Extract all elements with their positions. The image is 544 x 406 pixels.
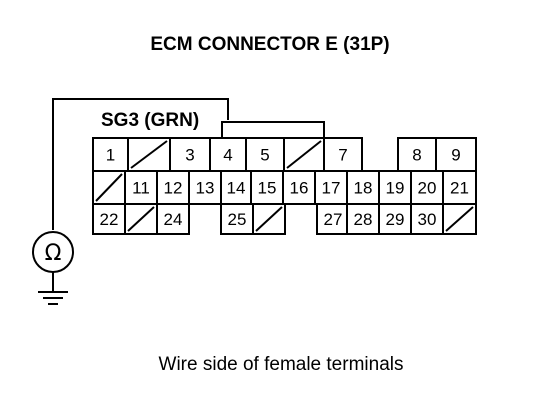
- ground-icon: [38, 272, 68, 305]
- pin-number: 9: [451, 146, 460, 165]
- pin-number: 24: [164, 210, 183, 229]
- pin-number: 14: [227, 179, 246, 198]
- pin-number: 8: [412, 146, 421, 165]
- connector-cell-5: 5: [245, 137, 285, 172]
- connector-cell-20: 20: [410, 170, 444, 205]
- connector-cell-21: 21: [442, 170, 477, 205]
- cell-box: [156, 203, 190, 235]
- connector-cell-empty: [124, 203, 158, 235]
- connector-cell-empty: [283, 137, 325, 172]
- connector-cell-16: 16: [282, 170, 316, 205]
- connector-cell-empty: [92, 170, 126, 205]
- connector-cell-18: 18: [346, 170, 380, 205]
- connector-cell-27: 27: [316, 203, 350, 235]
- cell-box: [209, 137, 247, 172]
- pin-number: 19: [386, 179, 405, 198]
- connector-cell-19: 19: [378, 170, 412, 205]
- probe-wire: [52, 98, 229, 230]
- pin-number: 4: [223, 146, 232, 165]
- connector-cell-12: 12: [156, 170, 190, 205]
- cell-box: [156, 170, 190, 205]
- connector-cell-29: 29: [378, 203, 412, 235]
- pin-number: 27: [324, 210, 343, 229]
- pin-number: 5: [260, 146, 269, 165]
- probe-label: SG3 (GRN): [101, 110, 199, 131]
- pin-number: 22: [100, 210, 119, 229]
- terminal-bracket: [221, 121, 325, 138]
- cell-box: [378, 170, 412, 205]
- pin-number: 30: [418, 210, 437, 229]
- pin-number: 3: [185, 146, 194, 165]
- empty-slot-slash: [95, 173, 123, 202]
- pin-number: 25: [228, 210, 247, 229]
- pin-number: 18: [354, 179, 373, 198]
- ohmmeter-icon: Ω: [32, 231, 74, 273]
- ohm-symbol: Ω: [45, 241, 62, 266]
- empty-slot-slash: [286, 140, 322, 169]
- connector-row-2: 11 12 13 14 15 16 17 18 19 20 21: [92, 170, 477, 205]
- pin-number: 21: [450, 179, 469, 198]
- pin-number: 28: [354, 210, 373, 229]
- pin-number: 16: [290, 179, 309, 198]
- pin-number: 11: [132, 179, 150, 198]
- empty-slot-slash: [445, 206, 474, 232]
- connector-cell-empty: [442, 203, 477, 235]
- pin-number: 7: [338, 146, 347, 165]
- connector-cell-24: 24: [156, 203, 190, 235]
- connector-cell-13: 13: [188, 170, 222, 205]
- pin-number: 15: [258, 179, 277, 198]
- cell-box: [378, 203, 412, 235]
- cell-box: [435, 137, 477, 172]
- cell-box: [316, 203, 350, 235]
- connector-cell-3: 3: [169, 137, 211, 172]
- connector-cell-14: 14: [220, 170, 252, 205]
- connector-cell-9: 9: [435, 137, 477, 172]
- cell-box: [346, 203, 380, 235]
- cell-box: [92, 203, 126, 235]
- connector-cell-1: 1: [92, 137, 129, 172]
- connector-cell-empty: [127, 137, 171, 172]
- connector-cell-empty: [252, 203, 286, 235]
- connector-cell-7: 7: [323, 137, 363, 172]
- pin-number: 12: [164, 179, 183, 198]
- connector-cell-30: 30: [410, 203, 444, 235]
- connector-row-3: 22 24 25 27 28 29 30: [92, 203, 477, 235]
- pin-number: 1: [106, 146, 115, 165]
- connector-cell-22: 22: [92, 203, 126, 235]
- pin-number: 20: [418, 179, 437, 198]
- cell-box: [410, 203, 444, 235]
- connector-cell-28: 28: [346, 203, 380, 235]
- connector-cell-17: 17: [314, 170, 348, 205]
- diagram-title: ECM CONNECTOR E (31P): [150, 34, 389, 55]
- cell-box: [323, 137, 363, 172]
- cell-box: [124, 170, 158, 205]
- connector-cell-8: 8: [397, 137, 437, 172]
- pin-number: 17: [322, 179, 341, 198]
- empty-slot-slash: [130, 140, 168, 169]
- pin-number: 13: [196, 179, 215, 198]
- connector-row-1: 1 3 4 5 7 8 9: [92, 137, 477, 172]
- cell-box: [397, 137, 437, 172]
- connector-cell-4: 4: [209, 137, 247, 172]
- connector-cell-15: 15: [250, 170, 284, 205]
- empty-slot-slash: [127, 206, 155, 232]
- cell-box: [169, 137, 211, 172]
- pin-number: 29: [386, 210, 405, 229]
- empty-slot-slash: [255, 206, 283, 232]
- diagram-caption: Wire side of female terminals: [159, 354, 404, 375]
- connector-cell-11: 11: [124, 170, 158, 205]
- connector-cell-25: 25: [220, 203, 254, 235]
